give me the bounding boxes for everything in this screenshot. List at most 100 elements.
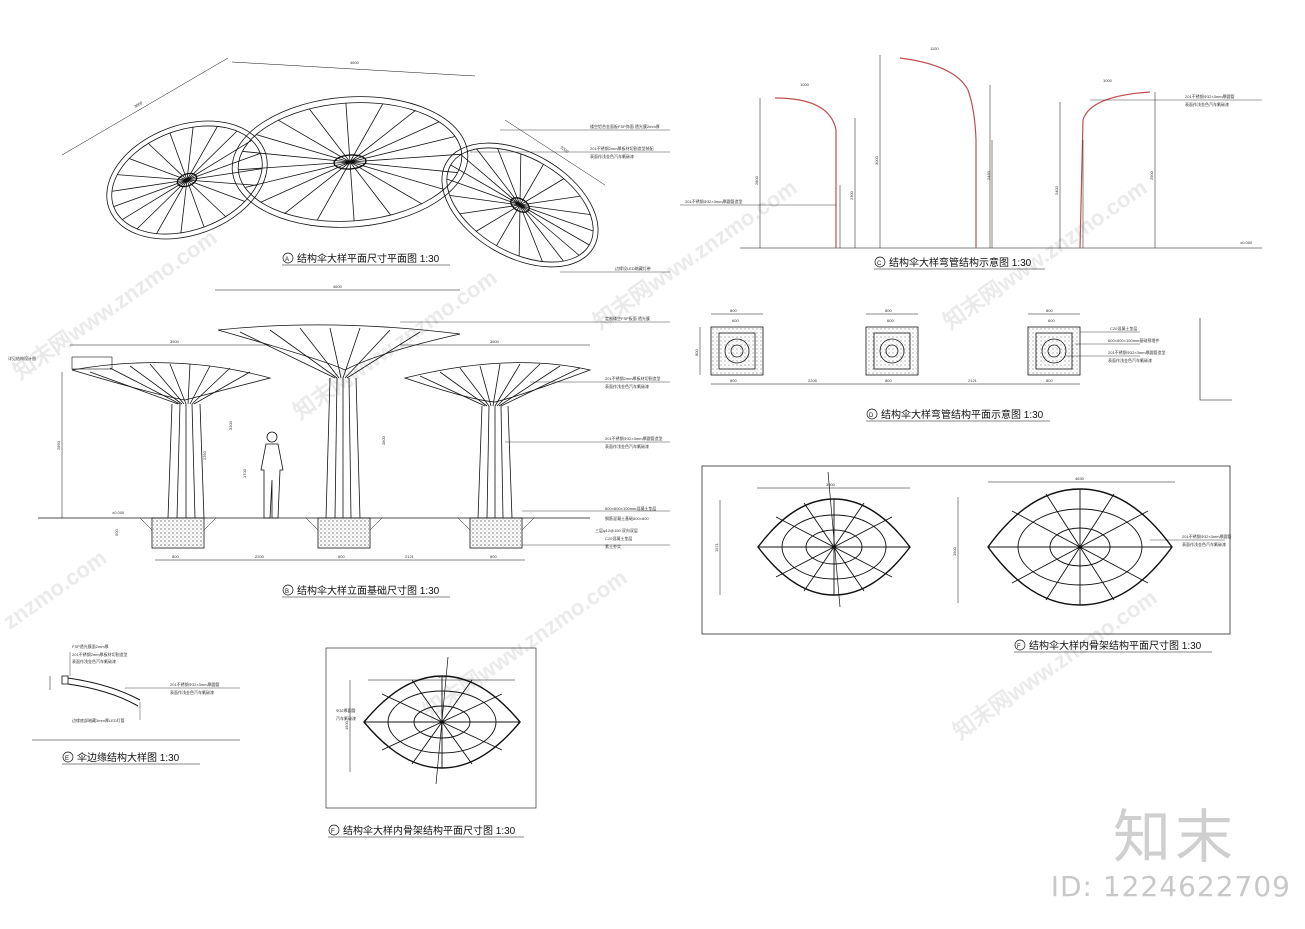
- note: 201不锈钢2mm厚板材切割造型: [605, 375, 661, 381]
- dim-label: 2400: [1054, 185, 1059, 195]
- note: 201不锈钢Φ32×3mm厚圆管: [1182, 533, 1232, 539]
- note: 201不锈钢Φ32×3mm厚圆管造型: [605, 435, 663, 441]
- view-b-elevation: [38, 289, 592, 561]
- dim-label: 800: [490, 554, 497, 559]
- view-f-dims: 3000 1571 4630 1900 201不锈钢Φ32×3mm厚圆管 表面作…: [714, 476, 1232, 556]
- dim-label: 2900: [1149, 170, 1154, 180]
- note: FSP透光膜面2mm厚: [72, 643, 109, 649]
- view-d-footings: [699, 313, 1232, 401]
- dim-label: 800: [694, 349, 699, 356]
- dim-label: 1000: [1103, 78, 1113, 83]
- dim-label: 800: [730, 378, 737, 383]
- note: 201不锈钢Φ32×3mm厚圆管造型: [1108, 349, 1166, 355]
- dim-label: 3000: [874, 155, 879, 165]
- title-letter: A: [285, 257, 289, 263]
- title-letter: E: [65, 756, 69, 762]
- footing-hatch: [1029, 328, 1079, 374]
- level-label: ±0.000: [112, 510, 125, 515]
- footing-hatch: [153, 519, 203, 547]
- asset-id: ID: 1224622709: [1050, 870, 1291, 903]
- note: 201不锈钢Φ32×3mm厚圆管: [170, 681, 220, 687]
- watermark-text: 知末网www.znzmo.com: [9, 225, 222, 385]
- view-title: 结构伞大样内骨架结构平面尺寸图 1:30: [343, 824, 516, 837]
- title-b: B 结构伞大样立面基础尺寸图 1:30: [282, 584, 450, 598]
- view-e-edge: [32, 652, 240, 741]
- note: 表面作浅金色汽车氟碳漆: [605, 383, 649, 389]
- title-f2: F 结构伞大样内骨架结构平面尺寸图 1:30: [328, 824, 524, 838]
- dim-label: 1000: [800, 82, 810, 87]
- note: 600×600×100mm基础预埋件: [1108, 337, 1159, 343]
- watermark-text: 知末网www.znzmo.com: [939, 175, 1152, 335]
- dim-label: 3600: [490, 339, 500, 344]
- note: 表面作浅金色汽车氟碳漆: [605, 443, 649, 449]
- title-letter: D: [869, 413, 874, 419]
- dim-label: 2121: [968, 378, 978, 383]
- view-title: 伞边缘结构大样图 1:30: [77, 751, 180, 764]
- watermark-text: 知末网www.znzmo.com: [289, 265, 502, 425]
- dim-label: 600: [887, 318, 894, 323]
- view-title: 结构伞大样弯管结构示意图 1:30: [889, 256, 1032, 269]
- view-title: 结构伞大样立面基础尺寸图 1:30: [297, 584, 440, 597]
- dim-label: 600: [1048, 318, 1055, 323]
- title-letter: B: [285, 589, 289, 595]
- dim-label: 3860: [133, 100, 144, 109]
- note: 201不锈钢Φ32×3mm厚圆管: [1185, 93, 1235, 99]
- note: 边缘底部暗藏3mm厚LED灯管: [72, 717, 125, 723]
- brand-logo: 知末: [1112, 803, 1237, 871]
- view-e-notes: FSP透光膜面2mm厚 201不锈钢2mm厚板材切割造型 表面作浅金色汽车氟碳漆…: [72, 643, 240, 723]
- note: Φ32厚圆管: [336, 707, 356, 713]
- dim-label: 4600: [350, 60, 360, 65]
- title-c: C 结构伞大样弯管结构示意图 1:30: [874, 256, 1045, 270]
- view-f-frames: [701, 465, 1231, 635]
- dim-label: 2800: [381, 435, 386, 445]
- dim-label: 4600: [333, 284, 343, 289]
- dim-label: 800: [885, 378, 892, 383]
- footing-hatch: [471, 519, 521, 547]
- note: 表面作浅金色汽车氟碳漆: [72, 658, 116, 664]
- note: 600×600×100mm混凝土垫层: [605, 505, 656, 511]
- note: 表面作浅金色汽车氟碳漆: [1185, 101, 1229, 107]
- note: 边缘设LED暗藏灯带: [615, 265, 651, 271]
- level-label: ±0.000: [1240, 240, 1253, 245]
- dim-label: 800: [730, 308, 737, 313]
- note: 表面作浅金色汽车氟碳漆: [1108, 357, 1152, 363]
- dim-label: 600: [338, 554, 345, 559]
- view-a-plan: [61, 57, 606, 268]
- dim-label: 800: [1046, 308, 1053, 313]
- view-title: 结构伞大样平面尺寸平面图 1:30: [297, 252, 440, 265]
- dim-label: 1100: [930, 46, 939, 51]
- title-letter: F: [1017, 644, 1021, 650]
- view-a-notes: 镂空铝合金面板FSP饰面 透光膜2mm厚 201不锈钢2mm厚板材切割造型装配 …: [470, 123, 670, 273]
- dim-label: 500: [114, 529, 119, 536]
- dim-label: 3300: [228, 420, 233, 430]
- title-letter: F: [331, 829, 335, 835]
- dim-label: 1500: [344, 720, 349, 730]
- dim-label: 3000: [438, 674, 448, 679]
- watermark-text: znzmo.com: [0, 545, 111, 634]
- note: C20混凝土垫层: [605, 535, 632, 541]
- watermark-text: 知末网www.znzmo.com: [419, 565, 632, 725]
- view-d-dims: 800 600 800 600 800 600 800 800 2205 800…: [694, 308, 1166, 383]
- dim-label: 2850: [56, 440, 61, 450]
- footing-hatch: [867, 328, 917, 374]
- dim-label: 1900: [952, 546, 957, 556]
- view-b-dims: 4600 3500 3600 2850 3300 2350 2800 1700 …: [8, 284, 500, 559]
- note: 表面作浅金色汽车氟碳漆: [590, 153, 634, 159]
- dim-label: 800: [172, 554, 179, 559]
- view-f-frame-small: [325, 647, 537, 809]
- dim-label: 2800: [754, 175, 759, 185]
- dim-label: 1700: [242, 468, 247, 478]
- view-f-small-dims: 3000 1500 Φ32厚圆管 汽车氟碳漆: [336, 674, 448, 730]
- dim-label: 2121: [405, 554, 415, 559]
- note: 定制镂空FSP板面 透光膜: [605, 315, 650, 321]
- dim-label: 2300: [849, 190, 854, 200]
- note: C20混凝土垫层: [1110, 325, 1137, 331]
- title-a: A 结构伞大样平面尺寸平面图 1:30: [282, 252, 450, 266]
- title-letter: C: [877, 261, 882, 267]
- note: 汽车氟碳漆: [336, 715, 356, 721]
- footing-hatch: [712, 328, 762, 374]
- dim-label: 3500: [170, 339, 180, 344]
- dim-label: 2205: [808, 378, 818, 383]
- note: 详见结构设计图: [8, 355, 36, 361]
